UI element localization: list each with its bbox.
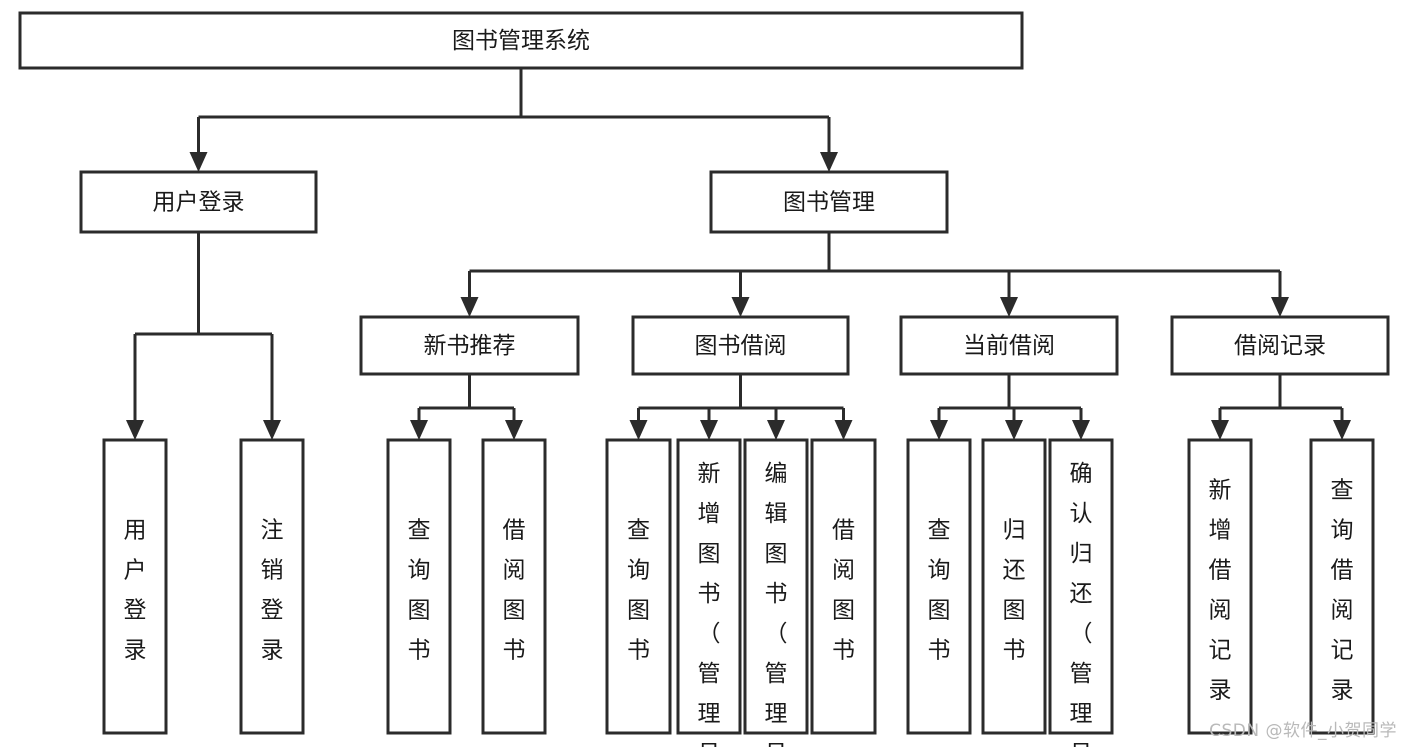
node-leaf-confirm-return-label: 确认归还（管理员） [1070, 461, 1093, 747]
node-leaf-query-book-2[interactable]: 查询图书 [605, 438, 672, 735]
arrow-head-icon [820, 152, 838, 172]
node-current-borrow-label: 当前借阅 [963, 333, 1055, 359]
node-leaf-add-record-box [1187, 438, 1253, 735]
arrow-head-icon [410, 420, 428, 440]
node-user-login-label: 用户登录 [153, 190, 245, 216]
node-leaf-query-book-1[interactable]: 查询图书 [386, 438, 452, 735]
node-borrow-record-box [1170, 315, 1390, 376]
arrow-head-icon [1333, 420, 1351, 440]
node-leaf-borrow-book-1[interactable]: 借阅图书 [481, 438, 547, 735]
node-leaf-query-book-1-box [386, 438, 452, 735]
node-leaf-add-book[interactable]: 新增图书（管理员） [676, 438, 742, 747]
node-leaf-borrow-book-1-box [481, 438, 547, 735]
node-book-manage-box [709, 170, 949, 234]
node-book-manage-label: 图书管理 [783, 190, 875, 216]
node-leaf-return-book-label: 归还图书 [1003, 518, 1026, 664]
node-leaf-add-book-label: 新增图书（管理员） [698, 461, 721, 747]
node-leaf-query-book-3-box [906, 438, 972, 735]
node-leaf-user-logout-label: 注销登录 [261, 518, 284, 664]
node-leaf-user-login[interactable]: 用户登录 [102, 438, 168, 735]
arrow-head-icon [505, 420, 523, 440]
csdn-watermark: CSDN @软件_小贺同学 [1209, 721, 1397, 741]
node-leaf-query-book-2-box [605, 438, 672, 735]
node-layer: 图书管理系统用户登录用户登录注销登录图书管理新书推荐查询图书借阅图书图书借阅查询… [18, 11, 1390, 747]
arrow-head-icon [930, 420, 948, 440]
node-current-borrow-box [899, 315, 1119, 376]
node-user-login-box [79, 170, 318, 234]
node-leaf-borrow-book-2-box [810, 438, 877, 735]
arrow-head-icon [834, 420, 853, 440]
arrow-head-icon [189, 152, 208, 172]
node-system-label: 图书管理系统 [452, 28, 590, 54]
arrow-head-icon [700, 420, 718, 440]
node-system[interactable]: 图书管理系统 [18, 11, 1024, 70]
node-new-book-recommend-label: 新书推荐 [424, 333, 516, 359]
node-leaf-query-book-2-label: 查询图书 [627, 518, 650, 664]
node-leaf-query-book-3-label: 查询图书 [928, 518, 951, 664]
node-new-book-recommend[interactable]: 新书推荐 [359, 315, 580, 376]
node-leaf-add-record[interactable]: 新增借阅记录 [1187, 438, 1253, 735]
node-leaf-edit-book-box [743, 438, 809, 735]
node-user-login[interactable]: 用户登录 [79, 170, 318, 234]
node-leaf-edit-book-label: 编辑图书（管理员） [765, 461, 788, 747]
node-book-manage[interactable]: 图书管理 [709, 170, 949, 234]
node-leaf-borrow-book-2-label: 借阅图书 [832, 518, 855, 664]
node-leaf-return-book-box [981, 438, 1047, 735]
arrow-head-icon [126, 420, 144, 440]
node-leaf-query-record-label: 查询借阅记录 [1331, 478, 1354, 704]
node-leaf-confirm-return[interactable]: 确认归还（管理员） [1048, 438, 1114, 747]
node-leaf-add-book-box [676, 438, 742, 735]
node-leaf-query-book-1-label: 查询图书 [408, 518, 431, 664]
node-book-borrow[interactable]: 图书借阅 [631, 315, 850, 376]
node-leaf-confirm-return-box [1048, 438, 1114, 735]
arrow-head-icon [1000, 297, 1018, 317]
node-new-book-recommend-box [359, 315, 580, 376]
arrow-head-icon [1211, 420, 1229, 440]
node-system-box [18, 11, 1024, 70]
arrow-head-icon [629, 420, 648, 440]
node-book-borrow-box [631, 315, 850, 376]
arrow-head-icon [263, 420, 281, 440]
node-leaf-query-book-3[interactable]: 查询图书 [906, 438, 972, 735]
arrow-head-icon [1072, 420, 1090, 440]
arrow-head-icon [1005, 420, 1023, 440]
node-borrow-record[interactable]: 借阅记录 [1170, 315, 1390, 376]
node-leaf-return-book[interactable]: 归还图书 [981, 438, 1047, 735]
node-leaf-query-record-box [1309, 438, 1375, 735]
node-leaf-query-record[interactable]: 查询借阅记录 [1309, 438, 1375, 735]
node-leaf-borrow-book-1-label: 借阅图书 [503, 518, 526, 664]
arrow-head-icon [1271, 297, 1289, 317]
node-leaf-user-logout-box [239, 438, 305, 735]
connector-layer [126, 68, 1351, 440]
arrow-head-icon [767, 420, 785, 440]
node-book-borrow-label: 图书借阅 [695, 333, 787, 359]
node-leaf-borrow-book-2[interactable]: 借阅图书 [810, 438, 877, 735]
node-leaf-user-logout[interactable]: 注销登录 [239, 438, 305, 735]
node-leaf-edit-book[interactable]: 编辑图书（管理员） [743, 438, 809, 747]
arrow-head-icon [460, 297, 479, 317]
node-borrow-record-label: 借阅记录 [1234, 333, 1326, 359]
node-leaf-add-record-label: 新增借阅记录 [1209, 478, 1232, 704]
node-leaf-user-login-label: 用户登录 [124, 518, 147, 664]
node-leaf-user-login-box [102, 438, 168, 735]
arrow-head-icon [731, 297, 750, 317]
node-current-borrow[interactable]: 当前借阅 [899, 315, 1119, 376]
